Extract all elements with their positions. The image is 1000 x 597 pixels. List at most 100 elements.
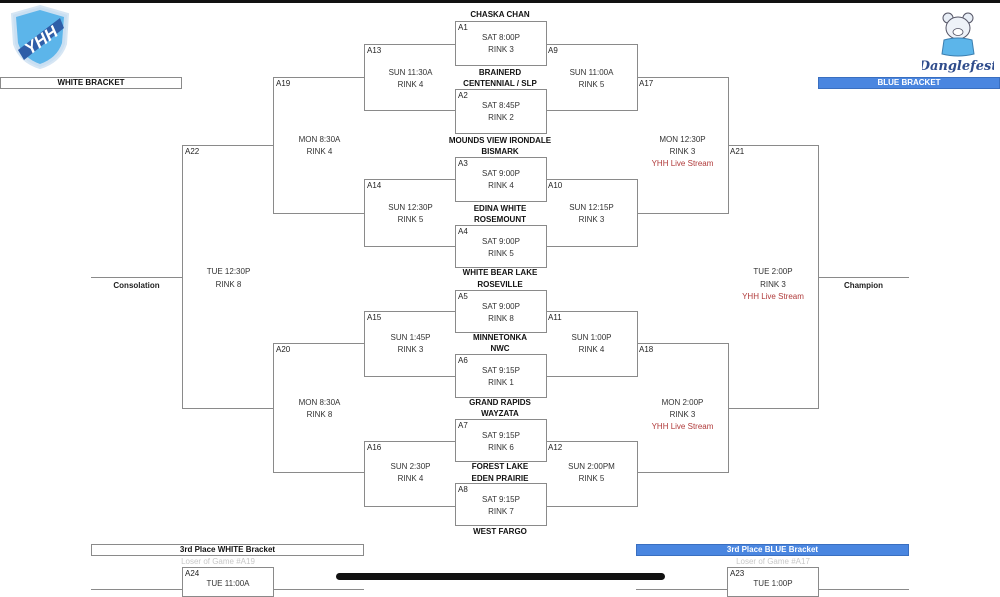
game-time: SAT 8:45P: [482, 101, 520, 110]
game-time: SUN 12:15P: [569, 203, 614, 212]
game-time: TUE 12:30P: [206, 267, 251, 276]
game-id: A7: [458, 421, 468, 430]
champion-label: Champion: [843, 281, 884, 290]
top-border: [0, 0, 1000, 3]
live-stream-link[interactable]: YHH Live Stream: [651, 159, 714, 168]
game-box-a3[interactable]: A3 SAT 9:00P RINK 4: [455, 157, 547, 202]
game-time: MON 8:30A: [298, 135, 341, 144]
game-rink: RINK 3: [578, 215, 605, 224]
game-id: A24: [185, 569, 200, 578]
game-time: SAT 9:15P: [482, 366, 520, 375]
team-name: WHITE BEAR LAKE: [462, 268, 538, 277]
game-time: SUN 1:45P: [390, 333, 431, 342]
game-time: SUN 11:30A: [388, 68, 433, 77]
game-box-a23[interactable]: A23 TUE 1:00P: [727, 567, 819, 597]
team-name: FOREST LAKE: [471, 462, 529, 471]
game-box-a6[interactable]: A6 SAT 9:15P RINK 1: [455, 354, 547, 398]
game-rink: RINK 5: [397, 215, 424, 224]
game-id: A3: [458, 159, 468, 168]
game-box-a8[interactable]: A8 SAT 9:15P RINK 7: [455, 483, 547, 526]
team-name: BISMARK: [481, 147, 519, 156]
game-rink: RINK 3: [669, 410, 696, 419]
game-id: A5: [458, 292, 468, 301]
team-name: CENTENNIAL / SLP: [463, 79, 537, 88]
game-box-a14[interactable]: A14 SUN 12:30P RINK 5: [364, 179, 456, 247]
game-box-a18[interactable]: A18 MON 2:00P RINK 3 YHH Live Stream: [637, 343, 729, 473]
game-box-a10[interactable]: A10 SUN 12:15P RINK 3: [546, 179, 638, 247]
game-time: MON 2:00P: [661, 398, 704, 407]
game-box-a1[interactable]: A1 SAT 8:00P RINK 3: [455, 21, 547, 66]
team-name: EDEN PRAIRIE: [471, 474, 529, 483]
game-time: SUN 2:00PM: [568, 462, 615, 471]
third-place-white-header: 3rd Place WHITE Bracket: [91, 544, 364, 556]
game-box-a21[interactable]: A21 TUE 2:00P RINK 3 YHH Live Stream: [728, 145, 819, 409]
game-rink: RINK 1: [488, 378, 514, 387]
game-id: A22: [185, 147, 200, 156]
game-box-a5[interactable]: A5 SAT 9:00P RINK 8: [455, 290, 547, 333]
svg-text:Danglefest: Danglefest: [922, 59, 994, 74]
game-rink: RINK 5: [578, 80, 605, 89]
game-box-a24[interactable]: A24 TUE 11:00A: [182, 567, 274, 597]
game-rink: RINK 8: [488, 314, 514, 323]
game-time: SUN 11:00A: [569, 68, 614, 77]
blue-bracket-header: BLUE BRACKET: [818, 77, 1000, 89]
game-box-a19[interactable]: A19 MON 8:30A RINK 4: [273, 77, 365, 214]
game-time: SAT 9:15P: [482, 431, 520, 440]
game-time: SAT 8:00P: [482, 33, 520, 42]
game-box-a17[interactable]: A17 MON 12:30P RINK 3 YHH Live Stream: [637, 77, 729, 214]
game-id: A18: [639, 345, 654, 354]
team-name: CHASKA CHAN: [470, 10, 530, 19]
game-time: MON 8:30A: [298, 398, 341, 407]
game-box-a22[interactable]: A22 TUE 12:30P RINK 8: [182, 145, 274, 409]
game-time: SUN 2:30P: [390, 462, 431, 471]
game-box-a15[interactable]: A15 SUN 1:45P RINK 3: [364, 311, 456, 377]
loser-note-a23: Loser of Game #A17: [736, 557, 810, 566]
game-time: TUE 1:00P: [753, 579, 793, 588]
game-id: A13: [367, 46, 382, 55]
game-id: A20: [276, 345, 291, 354]
game-rink: RINK 3: [488, 45, 514, 54]
game-time: MON 12:30P: [659, 135, 706, 144]
game-time: TUE 2:00P: [753, 267, 793, 276]
game-id: A2: [458, 91, 468, 100]
danglefest-logo: Danglefest: [918, 12, 997, 74]
game-rink: RINK 4: [578, 345, 605, 354]
home-indicator[interactable]: [336, 573, 665, 580]
game-id: A12: [548, 443, 563, 452]
live-stream-link[interactable]: YHH Live Stream: [742, 292, 804, 301]
game-id: A1: [458, 23, 468, 32]
game-box-a11[interactable]: A11 SUN 1:00P RINK 4: [546, 311, 638, 377]
loser-note-a24: Loser of Game #A19: [181, 557, 255, 566]
team-name: ROSEMOUNT: [474, 215, 526, 224]
game-box-a2[interactable]: A2 SAT 8:45P RINK 2: [455, 89, 547, 134]
game-id: A16: [367, 443, 382, 452]
game-rink: RINK 3: [397, 345, 424, 354]
game-time: SAT 9:15P: [482, 495, 520, 504]
game-box-a20[interactable]: A20 MON 8:30A RINK 8: [273, 343, 365, 473]
game-id: A8: [458, 485, 468, 494]
game-box-a12[interactable]: A12 SUN 2:00PM RINK 5: [546, 441, 638, 507]
game-rink: RINK 8: [215, 280, 242, 289]
game-id: A14: [367, 181, 382, 190]
game-rink: RINK 5: [488, 249, 514, 258]
game-rink: RINK 4: [397, 474, 424, 483]
game-rink: RINK 7: [488, 507, 514, 516]
game-box-a4[interactable]: A4 SAT 9:00P RINK 5: [455, 225, 547, 268]
game-id: A10: [548, 181, 563, 190]
game-id: A15: [367, 313, 382, 322]
team-name: EDINA WHITE: [473, 204, 527, 213]
game-box-a13[interactable]: A13 SUN 11:30A RINK 4: [364, 44, 456, 111]
game-box-a9[interactable]: A9 SUN 11:00A RINK 5: [546, 44, 638, 111]
champion-line: [818, 277, 909, 278]
game-box-a16[interactable]: A16 SUN 2:30P RINK 4: [364, 441, 456, 507]
game-box-a7[interactable]: A7 SAT 9:15P RINK 6: [455, 419, 547, 462]
game-id: A23: [730, 569, 745, 578]
game-id: A21: [730, 147, 745, 156]
teddy-bear-icon: Danglefest: [918, 12, 997, 74]
game-time: SUN 12:30P: [388, 203, 433, 212]
game-time: SAT 9:00P: [482, 169, 520, 178]
game-time: SAT 9:00P: [482, 237, 520, 246]
game-rink: RINK 5: [578, 474, 605, 483]
live-stream-link[interactable]: YHH Live Stream: [651, 422, 714, 431]
game-id: A6: [458, 356, 468, 365]
